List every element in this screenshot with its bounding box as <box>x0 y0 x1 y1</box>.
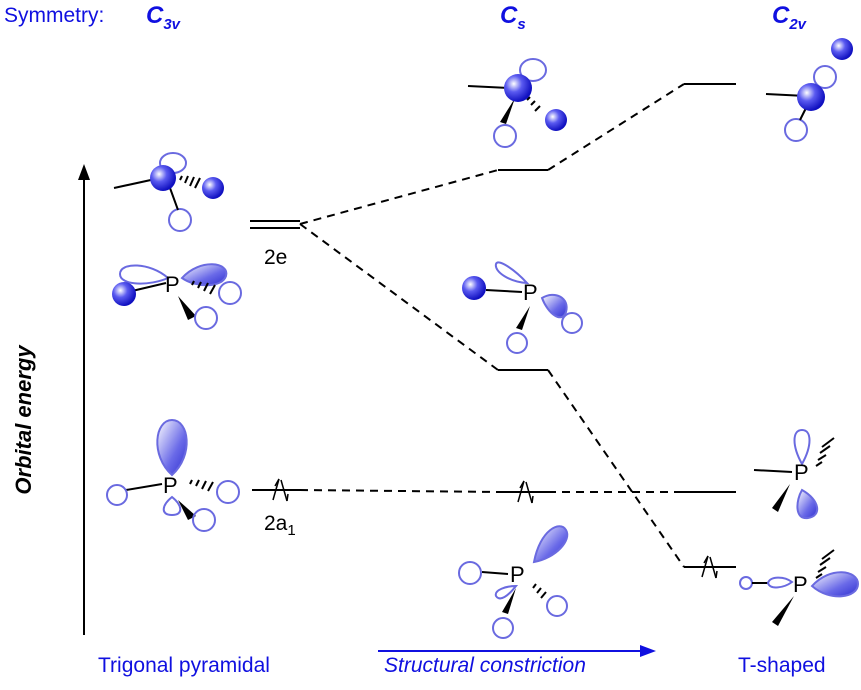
electron-pair-2a1 <box>272 478 289 502</box>
label-structural-constriction: Structural constriction <box>384 654 586 677</box>
molecule-c3v-upper <box>113 152 224 232</box>
svg-text:P: P <box>794 460 809 485</box>
constriction-arrow <box>378 645 656 657</box>
correlation-lines <box>299 83 685 568</box>
svg-text:P: P <box>163 473 178 498</box>
molecule-c2v-upper <box>765 38 853 142</box>
svg-text:P: P <box>793 572 808 597</box>
electron-pair-cs <box>517 480 534 504</box>
label-2a1: 2a1 <box>264 512 296 540</box>
electron-pair-c2v <box>701 555 718 579</box>
molecule-c3v-middle: P <box>112 263 242 330</box>
energy-levels <box>250 83 736 568</box>
molecule-cs-upper <box>467 58 567 148</box>
molecule-cs-middle: P <box>462 261 583 354</box>
label-t-shaped: T-shaped <box>738 654 826 677</box>
energy-axis <box>78 164 90 635</box>
molecule-c3v-lower: P <box>106 418 240 532</box>
symmetry-c3v: C3v <box>146 2 181 33</box>
label-2e: 2e <box>264 246 288 269</box>
symmetry-cs: Cs <box>500 2 526 33</box>
svg-text:P: P <box>165 272 180 297</box>
svg-text:P: P <box>523 280 538 305</box>
label-trigonal-pyramidal: Trigonal pyramidal <box>98 654 270 677</box>
symmetry-label: Symmetry: <box>4 4 105 27</box>
symmetry-c2v: C2v <box>772 2 807 33</box>
svg-text:P: P <box>510 562 525 587</box>
molecule-c2v-middle: P <box>753 428 835 520</box>
molecule-c2v-lower: P <box>739 549 860 626</box>
molecule-cs-lower: P <box>458 525 569 639</box>
